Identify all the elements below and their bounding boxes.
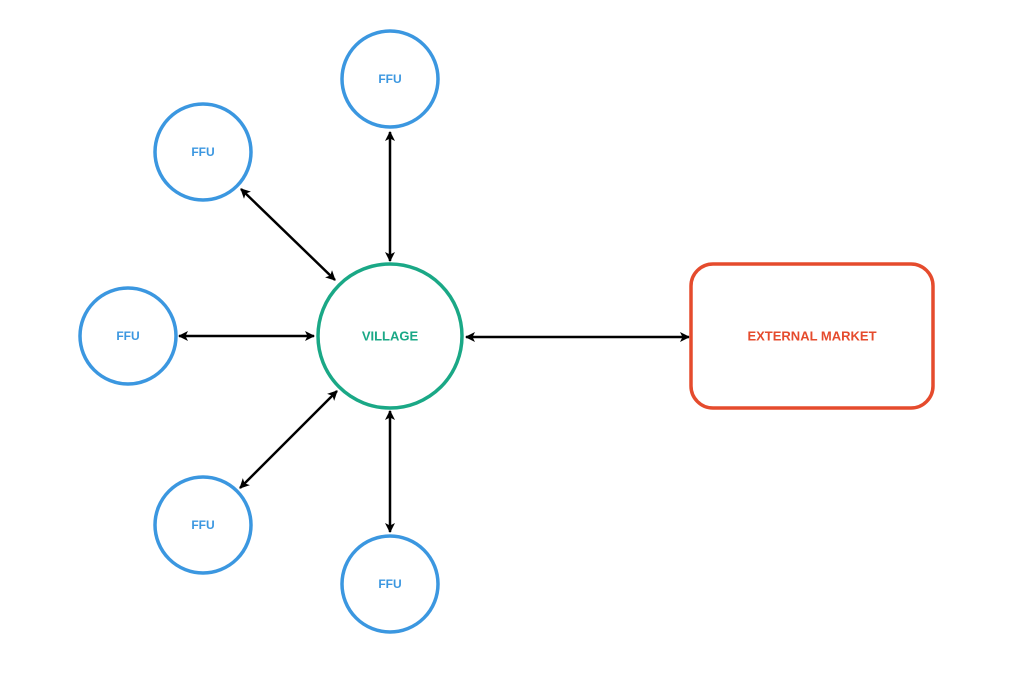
village-circle bbox=[316, 262, 464, 410]
ffu-node-top[interactable]: FFU bbox=[340, 29, 440, 129]
ffu-circle bbox=[153, 475, 253, 575]
ffu-node-bottom[interactable]: FFU bbox=[340, 534, 440, 634]
ffu-label: FFU bbox=[378, 72, 401, 86]
ffu-circle bbox=[340, 29, 440, 129]
ffu-label: FFU bbox=[378, 577, 401, 591]
edge-village-ffu-upper-left bbox=[240, 188, 336, 281]
village-label: VILLAGE bbox=[362, 329, 419, 344]
ffu-node-lower-left[interactable]: FFU bbox=[153, 475, 253, 575]
ffu-node-left[interactable]: FFU bbox=[78, 286, 178, 386]
edge-village-ffu-lower-left bbox=[239, 390, 338, 489]
external-market-box bbox=[689, 262, 935, 410]
ffu-label: FFU bbox=[191, 145, 214, 159]
ffu-circle bbox=[78, 286, 178, 386]
edges bbox=[178, 131, 690, 533]
ffu-circle bbox=[153, 102, 253, 202]
ffu-label: FFU bbox=[191, 518, 214, 532]
ffu-circle bbox=[340, 534, 440, 634]
external-market-node[interactable]: EXTERNAL MARKET bbox=[689, 262, 935, 410]
ffu-label: FFU bbox=[116, 329, 139, 343]
external-market-label: EXTERNAL MARKET bbox=[747, 329, 876, 344]
ffu-node-upper-left[interactable]: FFU bbox=[153, 102, 253, 202]
village-node[interactable]: VILLAGE bbox=[316, 262, 464, 410]
